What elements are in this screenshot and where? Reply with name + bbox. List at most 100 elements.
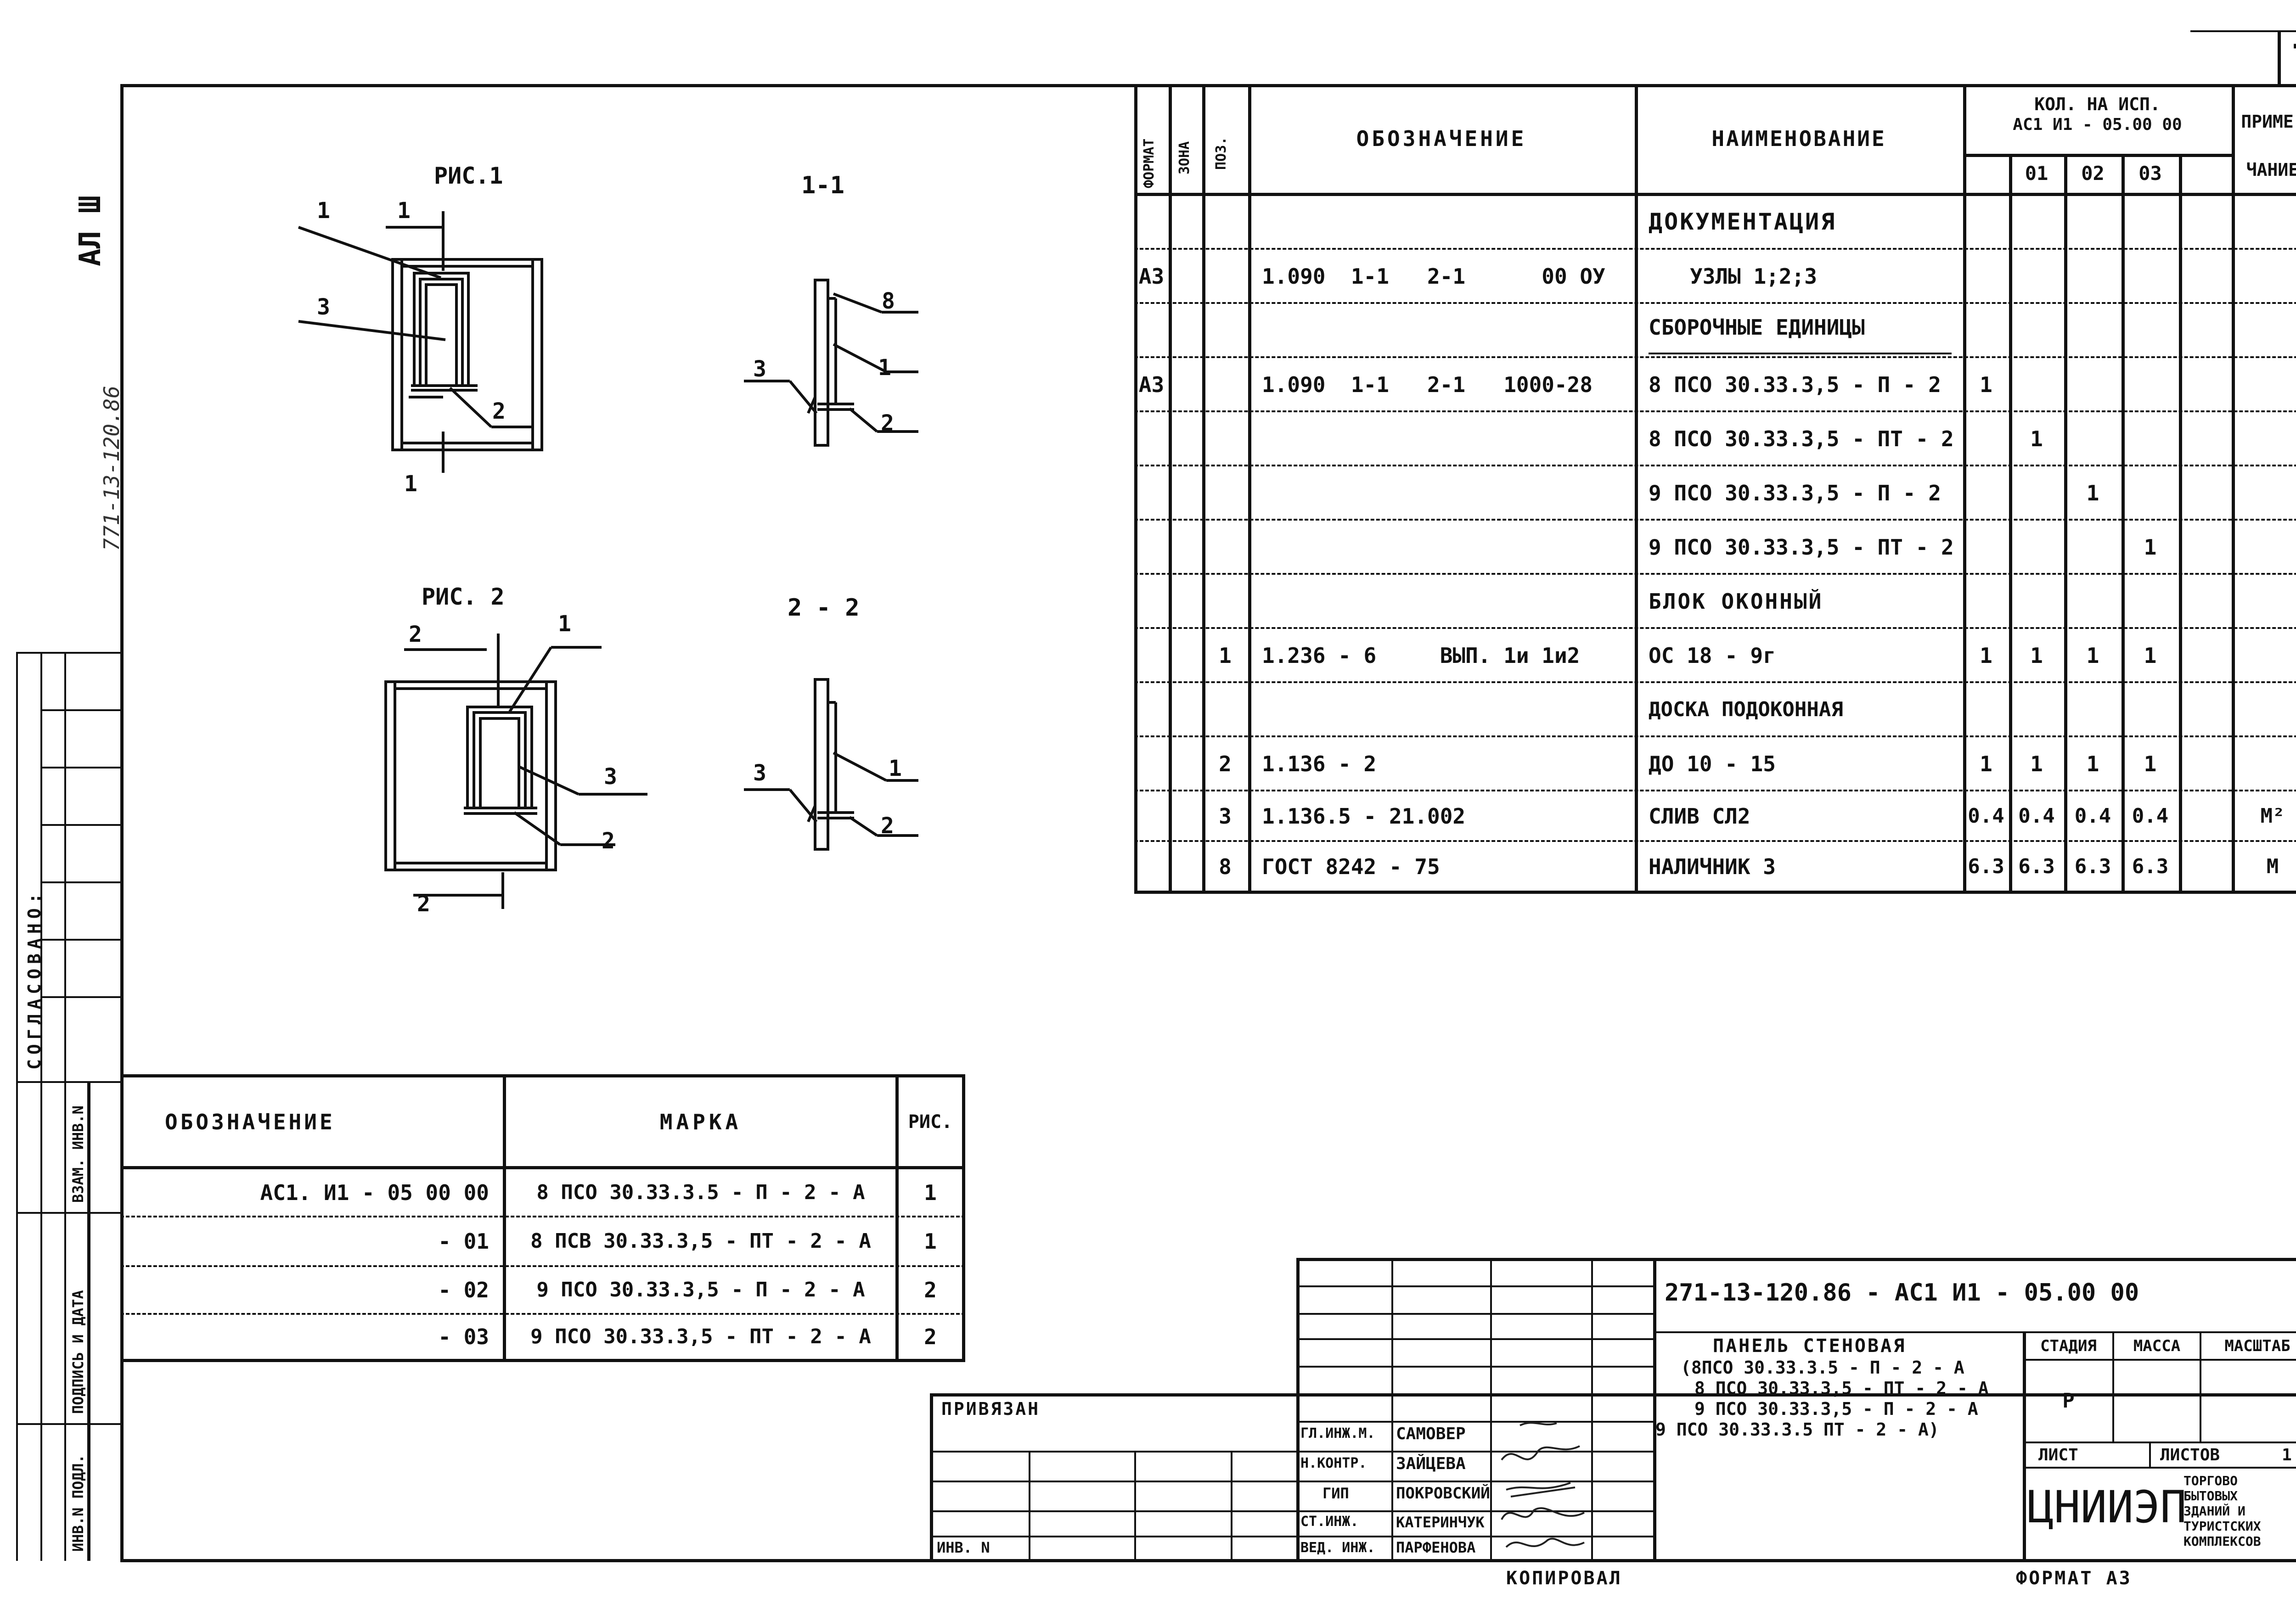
spec-row-pos: 1: [1219, 643, 1232, 668]
sheets-value: 1: [2282, 1445, 2292, 1464]
spec-row-name: НАЛИЧНИК 3: [1649, 854, 1776, 879]
agreed-label: СОГЛАСОВАНО:: [24, 888, 45, 1070]
spec-row-qty: 1: [2144, 643, 2157, 668]
col-pos: ПОЗ.: [1213, 136, 1229, 170]
spec-row-name: ДОКУМЕНТАЦИЯ: [1649, 208, 1837, 235]
org-name: ЦНИИЭП: [2027, 1481, 2187, 1533]
marks-row-designation: - 02: [438, 1278, 489, 1302]
marks-col-designation: ОБОЗНАЧЕНИЕ: [165, 1109, 335, 1134]
spec-row-qty: 1: [2030, 751, 2043, 776]
cut-mark-1-bottom: 1: [404, 471, 417, 497]
marks-row-mark: 9 ПСО 30.33.3,5 - П - 2 - А: [536, 1278, 865, 1301]
scale-label: МАСШТАБ: [2224, 1337, 2290, 1355]
callout-8: 8: [882, 288, 895, 314]
col-zone: ЗОНА: [1176, 141, 1193, 174]
spec-row-qty: 1: [2144, 534, 2157, 560]
spec-row-qty: 0.4: [2074, 804, 2111, 828]
callout-2: 2: [492, 398, 506, 424]
spec-row-name: БЛОК ОКОННЫЙ: [1649, 589, 1823, 614]
org-desc-4: ТУРИСТСКИХ: [2183, 1519, 2261, 1534]
spec-row-pos: 3: [1219, 803, 1232, 829]
spec-row-qty: 1: [2030, 643, 2043, 668]
spec-row-name: СБОРОЧНЫЕ ЕДИНИЦЫ: [1649, 315, 1865, 340]
spec-row-name: СЛИВ СЛ2: [1649, 803, 1750, 829]
person-chief-engineer: САМОВЕР: [1396, 1425, 1466, 1443]
spec-row-name: 9 ПСО 30.33.3,5 - П - 2: [1649, 480, 1941, 505]
marks-row-fig: 1: [924, 1229, 937, 1254]
col-q03: 03: [2138, 162, 2162, 185]
stage-label: СТАДИЯ: [2040, 1337, 2097, 1355]
role-senior-engineer: СТ.ИНЖ.: [1300, 1514, 1359, 1530]
marks-col-fig: РИС.: [908, 1111, 953, 1133]
callout-1: 1: [889, 756, 902, 781]
marks-row-fig: 1: [924, 1180, 937, 1205]
marks-row-mark: 9 ПСО 30.33.3,5 - ПТ - 2 - А: [530, 1325, 871, 1348]
col-designation: ОБОЗНАЧЕНИЕ: [1356, 126, 1527, 151]
spec-row-designation: 1.090 1-1 2-1 1000-28: [1262, 372, 1593, 397]
spec-row-qty: 0.4: [2018, 804, 2055, 828]
marks-row-fig: 2: [924, 1278, 937, 1302]
col-qty-doc: АС1 И1 - 05.00 00: [2013, 115, 2182, 134]
callout-1: 1: [317, 198, 330, 224]
spec-row-qty: 1: [2086, 643, 2099, 668]
cut-mark-2-bottom: 2: [417, 891, 430, 917]
spec-row-name: ДОСКА ПОДОКОННАЯ: [1649, 697, 1843, 721]
section-1-title: 1-1: [801, 172, 844, 199]
role-norm-control: Н.КОНТР.: [1300, 1455, 1367, 1471]
product-title: ПАНЕЛЬ СТЕНОВАЯ: [1713, 1335, 1907, 1357]
callout-1: 1: [558, 611, 571, 637]
org-desc-5: КОМПЛЕКСОВ: [2183, 1534, 2261, 1549]
role-gip: ГИП: [1322, 1485, 1349, 1502]
handwritten-code: 771-13-120.86: [99, 385, 124, 551]
spec-row-qty: 6.3: [2074, 854, 2111, 878]
org-desc-1: ТОРГОВО: [2183, 1473, 2238, 1488]
callout-3: 3: [604, 764, 617, 790]
person-senior-engineer: КАТЕРИНЧУК: [1396, 1514, 1485, 1531]
mass-label: МАССА: [2133, 1337, 2181, 1355]
format-label: ФОРМАТ А3: [2016, 1568, 2132, 1589]
spec-row-name: 8 ПСО 30.33.3,5 - ПТ - 2: [1649, 426, 1954, 451]
cut-mark-2-top: 2: [409, 622, 422, 647]
marks-row-mark: 8 ПСВ 30.33.3,5 - ПТ - 2 - А: [530, 1229, 871, 1253]
person-gip: ПОКРОВСКИЙ: [1396, 1484, 1490, 1503]
callout-3: 3: [753, 760, 766, 786]
callout-3: 3: [317, 294, 330, 320]
product-variant-3: 9 ПСО 30.33.3,5 - П - 2 - А: [1694, 1399, 1978, 1419]
spec-row-name: УЗЛЫ 1;2;3: [1690, 264, 1817, 289]
figure-2-title: РИС. 2: [422, 583, 505, 610]
series-mark: АЛ Ш: [73, 195, 107, 266]
spec-row-pos: 8: [1219, 854, 1232, 879]
marks-row-designation: - 03: [438, 1324, 489, 1349]
spec-row-qty: 6.3: [1968, 854, 2004, 878]
role-lead-engineer: ВЕД. ИНЖ.: [1300, 1540, 1375, 1556]
callout-3: 3: [753, 356, 766, 382]
org-desc-2: БЫТОВЫХ: [2183, 1488, 2238, 1503]
spec-row-qty: 1: [1980, 751, 1992, 776]
product-variant-1: (8ПСО 30.33.3.5 - П - 2 - А: [1681, 1357, 1964, 1378]
spec-row-qty: 6.3: [2018, 854, 2055, 878]
org-desc-3: ЗДАНИЙ И: [2183, 1503, 2245, 1519]
col-name: НАИМЕНОВАНИЕ: [1711, 126, 1886, 151]
callout-2: 2: [881, 813, 894, 839]
original-inv-label: ИНВ.N ПОДЛ.: [69, 1454, 87, 1552]
col-note-1: ПРИМЕ-: [2241, 112, 2296, 132]
role-chief-engineer: ГЛ.ИНЖ.М.: [1300, 1425, 1375, 1442]
col-qty-title: КОЛ. НА ИСП.: [2034, 94, 2161, 114]
spec-row-designation: ГОСТ 8242 - 75: [1262, 854, 1440, 879]
cut-mark-1-top: 1: [397, 198, 411, 224]
col-q02: 02: [2081, 162, 2105, 185]
spec-row-qty: 0.4: [2132, 804, 2169, 828]
spec-row-note: М: [2266, 854, 2279, 878]
marks-row-fig: 2: [924, 1324, 937, 1349]
spec-row-name: ДО 10 - 15: [1649, 751, 1776, 776]
replace-inv-label: ВЗАМ. ИНВ.N: [69, 1105, 87, 1203]
figure-1-title: РИС.1: [434, 163, 503, 189]
spec-row-name: 9 ПСО 30.33.3,5 - ПТ - 2: [1649, 534, 1954, 560]
spec-row-pos: 2: [1219, 751, 1232, 776]
document-code: 271-13-120.86 - АС1 И1 - 05.00 00: [1665, 1279, 2139, 1307]
spec-row-name: ОС 18 - 9г: [1649, 643, 1776, 668]
marks-row-designation: АС1. И1 - 05 00 00: [260, 1180, 490, 1205]
person-lead-engineer: ПАРФЕНОВА: [1396, 1539, 1476, 1556]
spec-row-qty: 1: [1980, 372, 1992, 397]
col-format: ФОРМАТ: [1141, 138, 1157, 188]
